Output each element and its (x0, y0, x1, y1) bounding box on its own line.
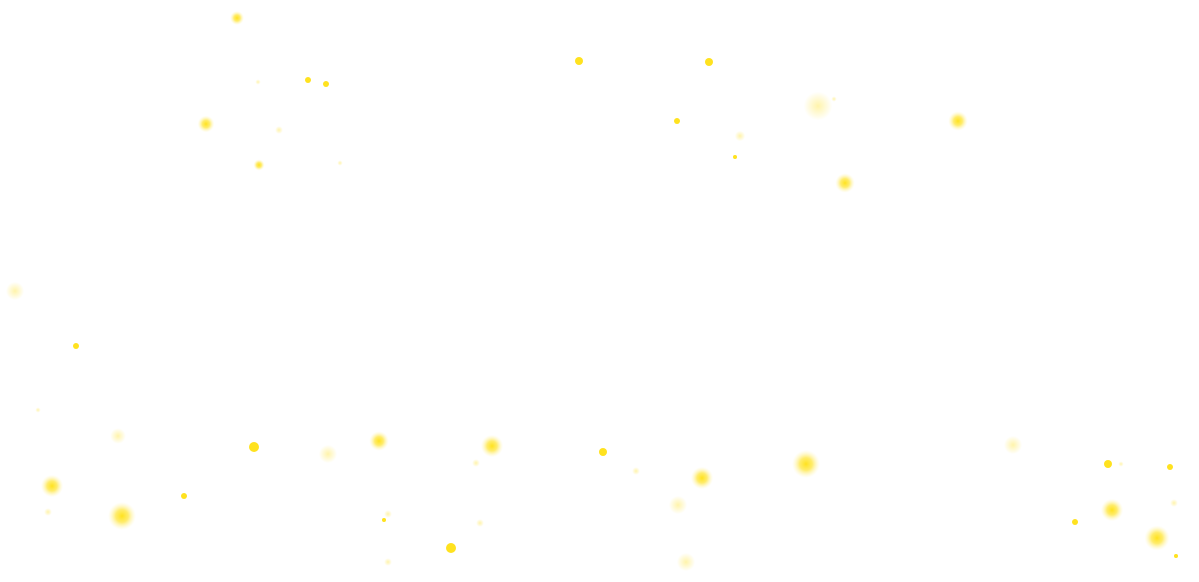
sparkle-icon (734, 130, 746, 142)
sparkle-icon (44, 508, 52, 516)
sparkle-icon (674, 118, 680, 124)
sparkle-icon (1174, 554, 1178, 558)
sparkle-icon (1118, 461, 1124, 467)
sparkle-icon (733, 155, 737, 159)
sparkle-icon (1144, 525, 1170, 551)
sparkle-icon (253, 159, 265, 171)
sparkle-icon (831, 96, 837, 102)
sparkle-icon (275, 126, 283, 134)
sparkle-icon (480, 434, 504, 458)
sparkle-icon (1167, 464, 1173, 470)
sparkle-icon (1170, 499, 1178, 507)
sparkle-icon (305, 77, 311, 83)
sparkle-icon (575, 57, 583, 65)
sparkle-icon (40, 474, 64, 498)
sparkle-icon (384, 558, 392, 566)
sparkle-icon (690, 466, 714, 490)
sparkle-icon (446, 543, 456, 553)
sparkle-icon (35, 407, 41, 413)
sparkle-icon (1100, 498, 1124, 522)
sparkle-icon (1072, 519, 1078, 525)
sparkle-icon (476, 519, 484, 527)
sparkle-icon (230, 11, 244, 25)
sparkle-icon (792, 450, 820, 478)
sparkle-icon (472, 459, 480, 467)
sparkle-icon (948, 111, 968, 131)
sparkle-icon (382, 518, 386, 522)
sparkle-icon (318, 444, 338, 464)
sparkle-icon (249, 442, 259, 452)
sparkle-icon (73, 343, 79, 349)
sparkle-icon (110, 428, 126, 444)
sparkle-icon (337, 160, 343, 166)
sparkle-icon (369, 431, 389, 451)
sparkle-icon (108, 502, 136, 530)
sparkle-icon (705, 58, 713, 66)
sparkle-icon (197, 115, 215, 133)
sparkle-icon (835, 173, 855, 193)
sparkle-icon (803, 91, 833, 121)
sparkle-icon (668, 495, 688, 515)
sparkle-icon (181, 493, 187, 499)
sparkle-icon (5, 281, 25, 301)
sparkle-icon (599, 448, 607, 456)
sparkle-icon (676, 552, 696, 572)
sparkle-icon (384, 510, 392, 518)
sparkle-icon (323, 81, 329, 87)
sparkle-icon (1104, 460, 1112, 468)
sparkle-icon (255, 79, 261, 85)
sparkle-icon (632, 467, 640, 475)
sparkle-icon (1003, 435, 1023, 455)
